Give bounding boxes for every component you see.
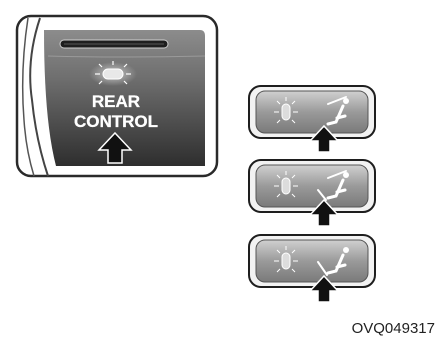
arrow-up-icon — [308, 124, 340, 153]
indicator-light-icon — [274, 246, 298, 273]
mode-button-stack — [248, 85, 376, 303]
vent-face-floor-mode-icon — [317, 170, 349, 201]
mode-button-face[interactable] — [248, 85, 376, 153]
control-label: CONTROL — [74, 112, 158, 131]
arrow-up-icon — [308, 198, 340, 227]
floor-mode-icon — [317, 247, 349, 276]
figure-code: OVQ049317 — [351, 320, 435, 337]
arrow-up-icon — [308, 274, 340, 303]
indicator-light-icon — [274, 171, 298, 198]
mode-button-face-floor[interactable] — [248, 159, 376, 227]
arrow-up-icon — [97, 131, 133, 164]
indicator-light-icon — [89, 61, 137, 86]
indicator-light-icon — [274, 97, 298, 124]
mode-button-floor[interactable] — [248, 234, 376, 303]
vent-face-mode-icon — [326, 96, 349, 126]
rear-label: REAR — [92, 92, 140, 111]
rear-control-panel: REAR CONTROL — [15, 14, 219, 178]
